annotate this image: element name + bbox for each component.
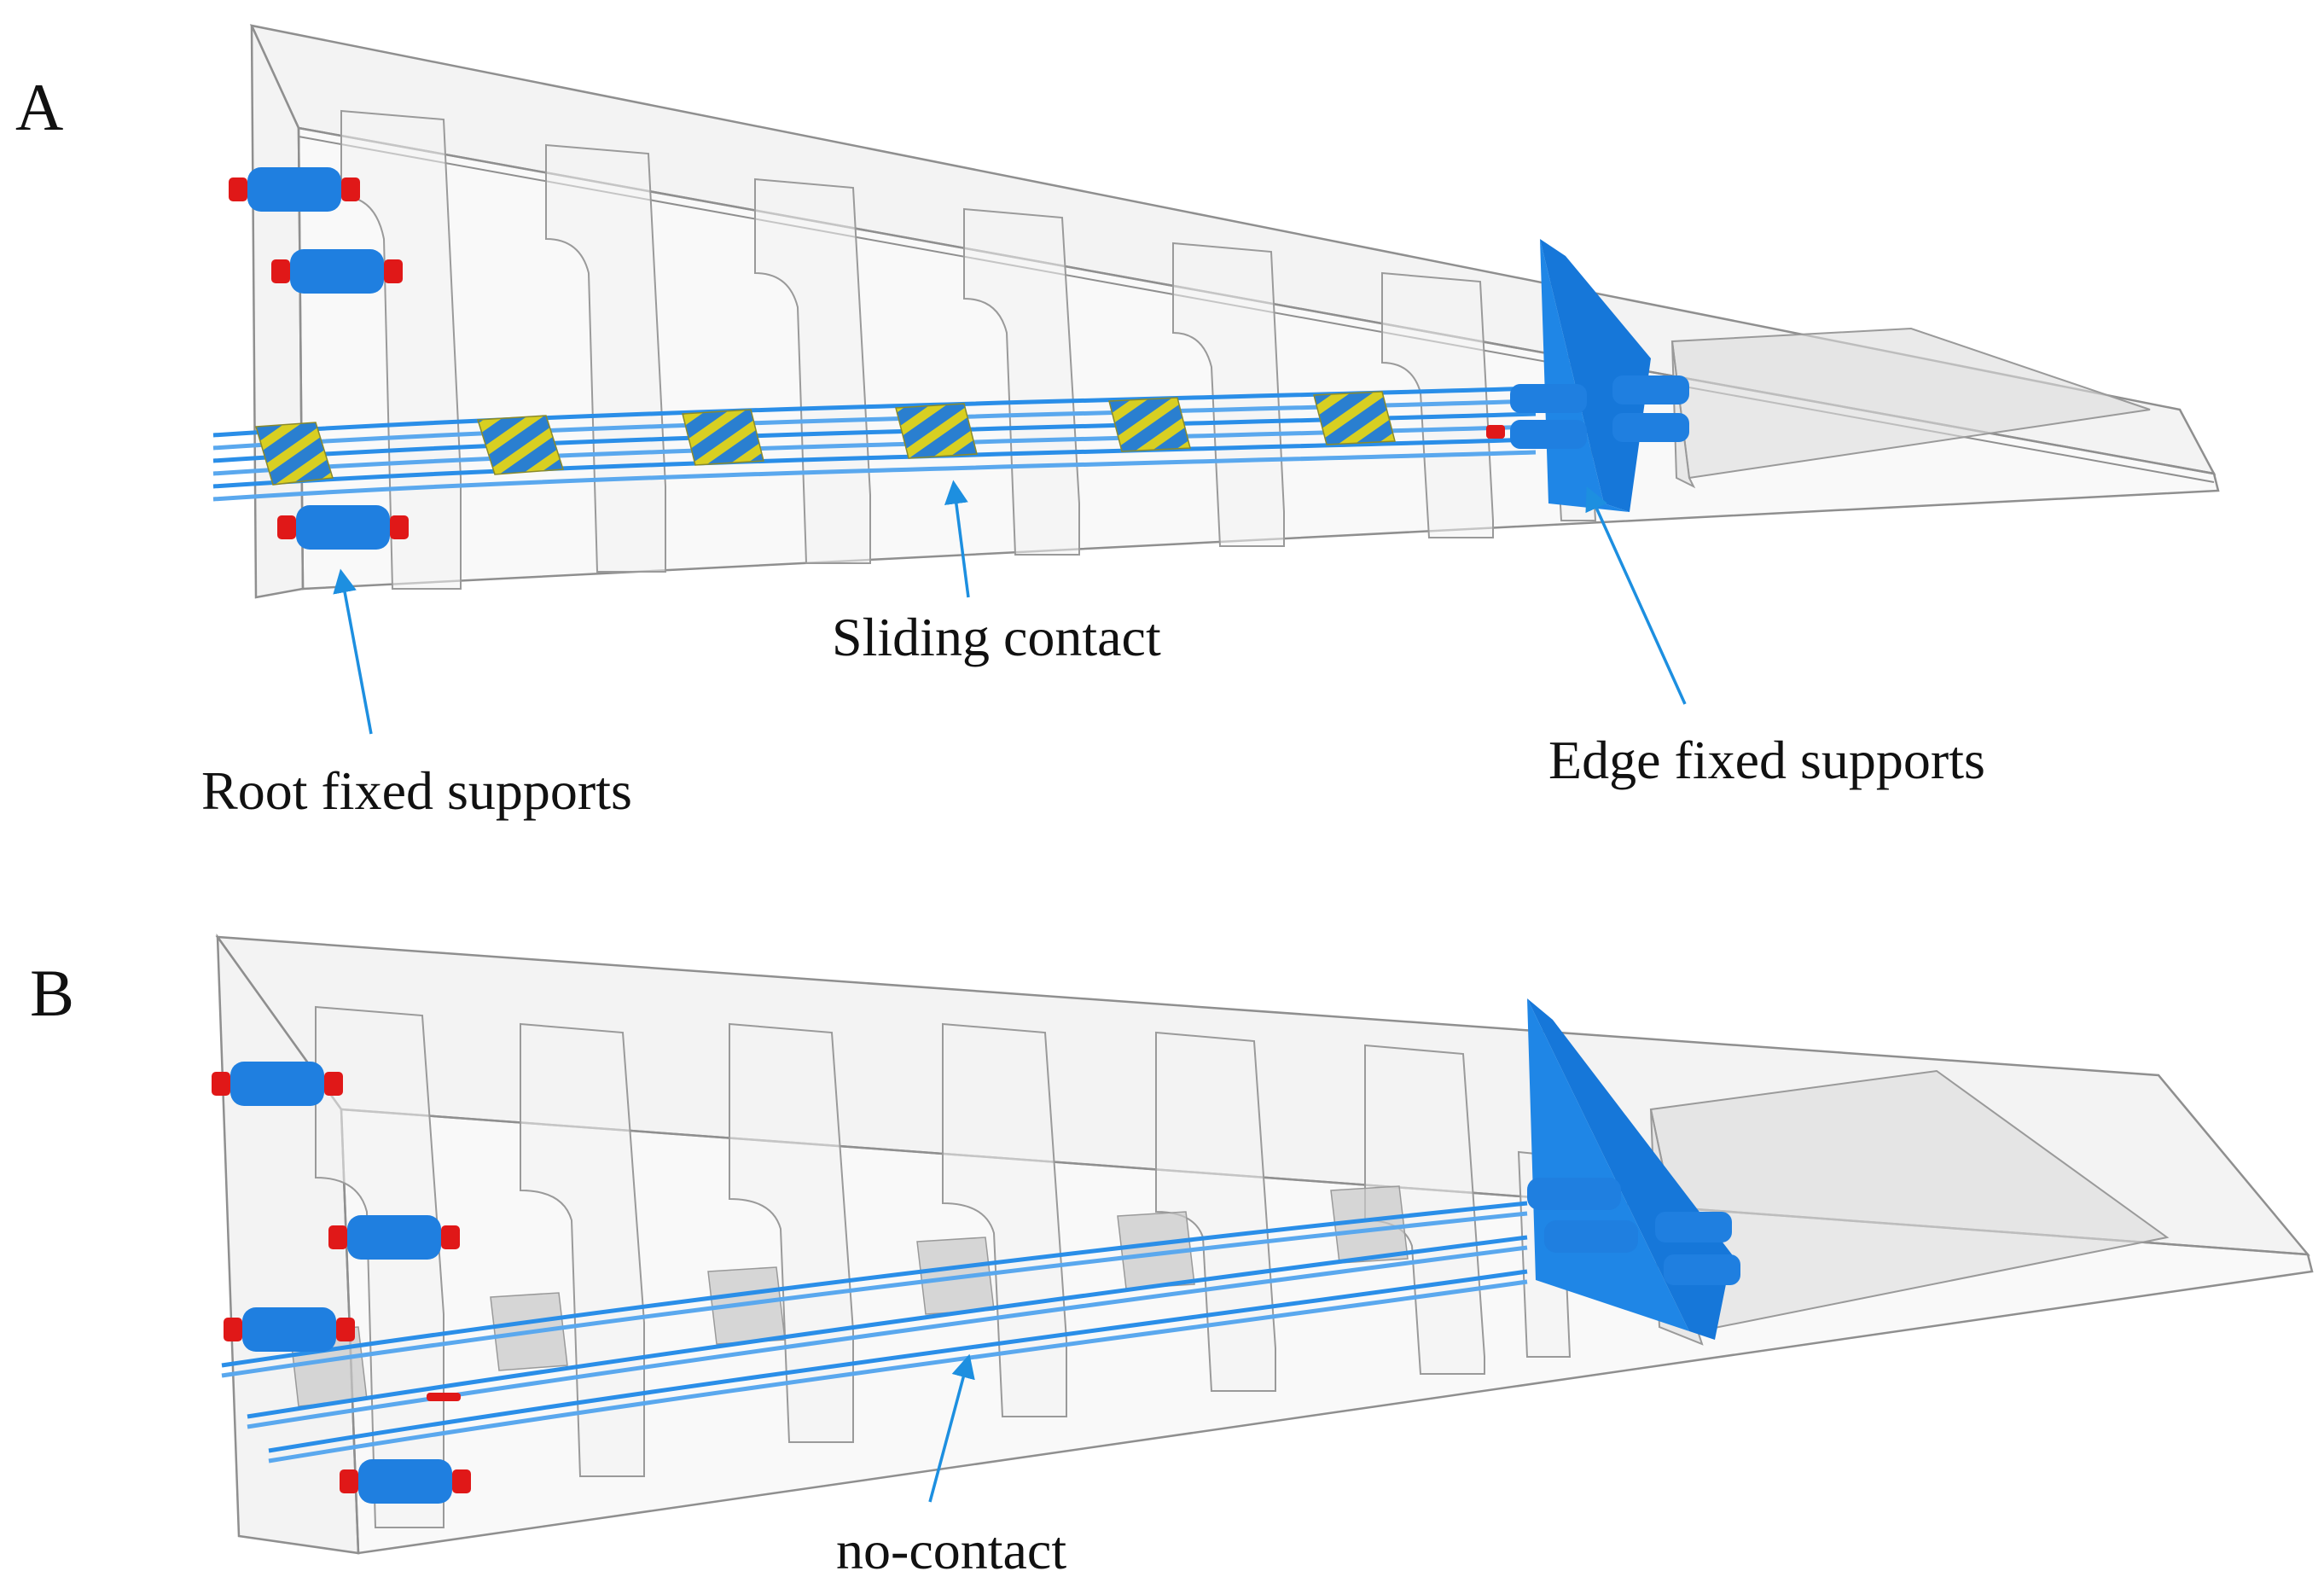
contact-patch [476, 415, 565, 475]
root-support [271, 249, 403, 294]
rib [754, 177, 871, 564]
edge-support [1612, 413, 1689, 442]
panel-b-edge-supports [1527, 1178, 1740, 1285]
panel-a-edge-label: Edge fixed supports [1548, 730, 1985, 790]
rib [942, 1022, 1067, 1417]
panel-b-middle-label: no-contact [836, 1520, 1066, 1577]
panel-b-red-marker [427, 1393, 461, 1401]
root-support [277, 505, 409, 550]
panel-a-edge-arrow [1585, 486, 1687, 705]
edge-support [1664, 1254, 1740, 1285]
edge-support [1510, 384, 1587, 413]
root-support [224, 1307, 355, 1352]
panel-b-label: B [30, 956, 74, 1030]
panel-a-label: A [15, 70, 63, 144]
rib [729, 1022, 854, 1443]
panel-b: B [30, 933, 2314, 1577]
panel-b-middle-arrow [928, 1353, 975, 1503]
contact-patch [255, 422, 334, 486]
panel-a-root-arrow [333, 568, 373, 735]
panel-a-root-label: Root fixed supports [201, 760, 632, 821]
edge-support [1544, 1220, 1638, 1253]
panel-a-edge-supports [1486, 375, 1689, 449]
panel-a-root-supports [229, 167, 409, 550]
root-support [229, 167, 360, 212]
panel-a: A [15, 24, 2220, 821]
rib [963, 207, 1080, 556]
panel-a-edge-plate [1540, 239, 1651, 512]
contact-patch [1313, 391, 1396, 445]
rib [315, 1005, 444, 1528]
rib [1155, 1031, 1276, 1392]
panel-a-middle-arrow [944, 480, 970, 598]
edge-support [1655, 1212, 1732, 1242]
contact-patch [895, 403, 978, 459]
root-support [328, 1215, 460, 1260]
panel-a-middle-label: Sliding contact [832, 607, 1161, 667]
root-support [212, 1062, 343, 1106]
edge-support [1527, 1178, 1621, 1210]
edge-support [1612, 375, 1689, 404]
panel-b-edge-plate-face [1527, 998, 1715, 1340]
panel-b-root-supports [212, 1062, 471, 1504]
panel-a-contact-patches [255, 391, 1396, 486]
root-support [340, 1459, 471, 1504]
edge-support [1510, 420, 1587, 449]
contact-patch [1108, 397, 1191, 452]
contact-patch [682, 409, 764, 466]
